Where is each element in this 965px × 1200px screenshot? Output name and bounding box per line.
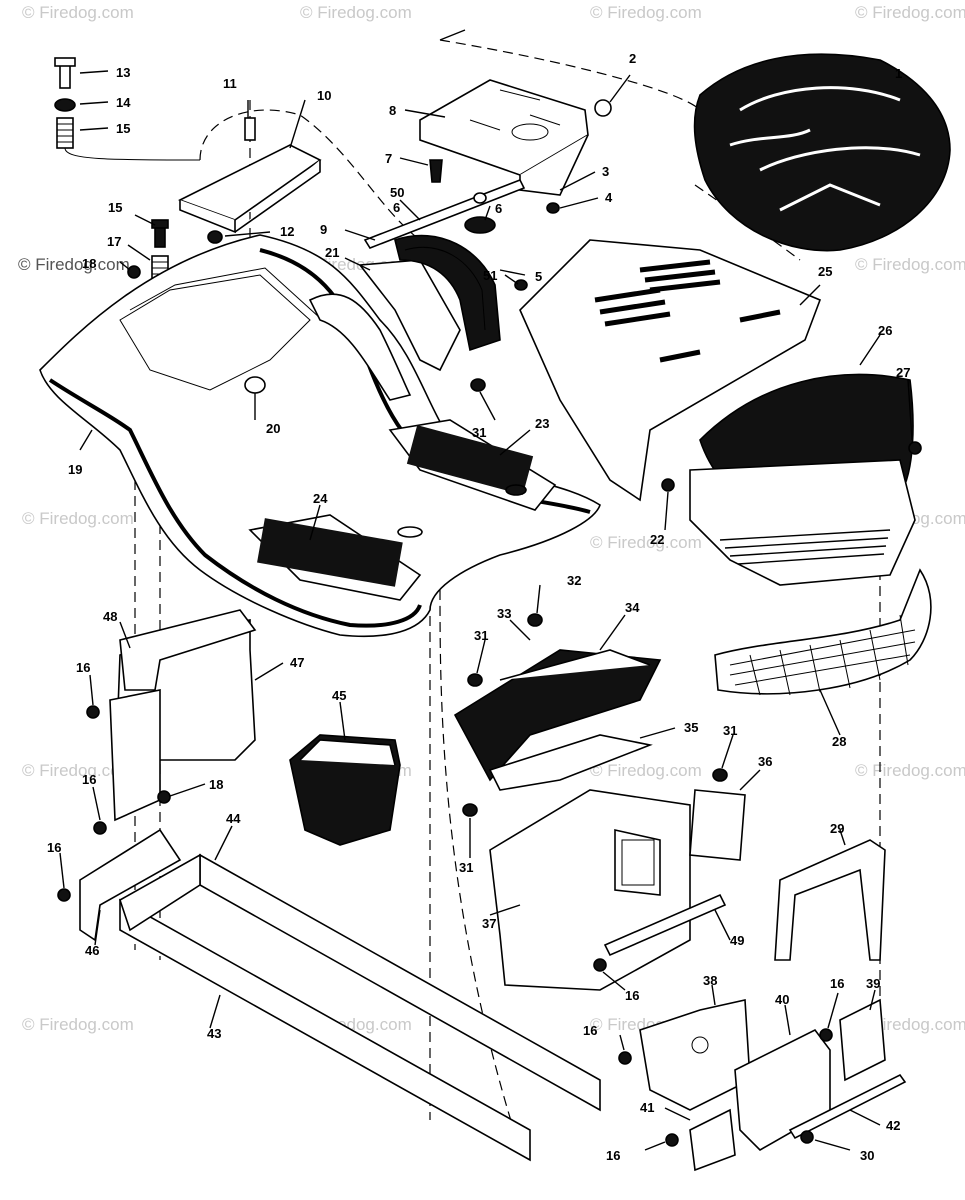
- callout-16: 16: [82, 772, 96, 787]
- callout-18: 18: [82, 256, 96, 271]
- callout-8: 8: [389, 103, 396, 118]
- callout-31: 31: [472, 425, 486, 440]
- dash-plate: [488, 734, 653, 791]
- callout-16: 16: [76, 660, 90, 675]
- callout-43: 43: [207, 1026, 221, 1041]
- leader-lines: [59, 29, 913, 1151]
- front-assembly: [639, 998, 907, 1172]
- frame-rails: [119, 853, 601, 1162]
- watermark: © Firedog.com: [22, 1015, 134, 1034]
- callout-32: 32: [567, 573, 581, 588]
- dash-tower: [489, 789, 691, 991]
- watermark: © Firedog.com: [22, 761, 134, 780]
- watermark: © Firedog.com: [855, 255, 965, 274]
- watermark: © Firedog.com: [22, 3, 134, 22]
- callout-31: 31: [474, 628, 488, 643]
- support-rod: [603, 893, 727, 957]
- watermark: © Firedog.com: [18, 255, 130, 274]
- watermark: © Firedog.com: [22, 509, 134, 528]
- grille-housing: [689, 373, 916, 586]
- callout-51: 51: [483, 268, 497, 283]
- callout-48: 48: [103, 609, 117, 624]
- callout-30: 30: [860, 1148, 874, 1163]
- callout-16: 16: [625, 988, 639, 1003]
- callout-16: 16: [583, 1023, 597, 1038]
- callout-46: 46: [85, 943, 99, 958]
- callout-34: 34: [625, 600, 640, 615]
- callout-9: 9: [320, 222, 327, 237]
- callout-49: 49: [730, 933, 744, 948]
- console-pieces: [308, 234, 501, 401]
- callout-1: 1: [895, 66, 902, 81]
- cover-plate: [689, 789, 746, 861]
- callout-13: 13: [116, 65, 130, 80]
- callout-31: 31: [459, 860, 473, 875]
- watermark: © Firedog.com: [855, 761, 965, 780]
- callout-39: 39: [866, 976, 880, 991]
- callout-3: 3: [602, 164, 609, 179]
- callout-16: 16: [47, 840, 61, 855]
- callout-27: 27: [896, 365, 910, 380]
- callout-29: 29: [830, 821, 844, 836]
- callout-19: 19: [68, 462, 82, 477]
- callout-37: 37: [482, 916, 496, 931]
- side-plates: [109, 609, 257, 822]
- callout-11: 11: [223, 76, 237, 91]
- watermark: © Firedog.com: [590, 761, 702, 780]
- callout-16: 16: [606, 1148, 620, 1163]
- hood: [519, 239, 822, 502]
- callout-23: 23: [535, 416, 549, 431]
- callout-6: 6: [495, 201, 502, 216]
- callout-44: 44: [226, 811, 241, 826]
- callout-16: 16: [830, 976, 844, 991]
- battery-box: [289, 734, 401, 846]
- callout-6: 6: [393, 200, 400, 215]
- callout-33: 33: [497, 606, 511, 621]
- callout-18: 18: [209, 777, 223, 792]
- callout-50: 50: [390, 185, 404, 200]
- seat: [693, 53, 951, 252]
- callout-20: 20: [266, 421, 280, 436]
- callout-17: 17: [107, 234, 121, 249]
- fender: [39, 234, 601, 638]
- callout-24: 24: [313, 491, 328, 506]
- seat-bracket: [177, 144, 322, 234]
- callout-28: 28: [832, 734, 846, 749]
- callout-4: 4: [605, 190, 613, 205]
- callout-31: 31: [723, 723, 737, 738]
- callout-22: 22: [650, 532, 664, 547]
- callout-10: 10: [317, 88, 331, 103]
- callout-15: 15: [116, 121, 130, 136]
- callout-47: 47: [290, 655, 304, 670]
- watermark: © Firedog.com: [300, 3, 412, 22]
- callout-12: 12: [280, 224, 294, 239]
- screen: [714, 568, 932, 696]
- watermark: © Firedog.com: [590, 3, 702, 22]
- rear-bracket: [79, 828, 182, 942]
- callout-7: 7: [385, 151, 392, 166]
- callout-25: 25: [818, 264, 832, 279]
- callout-2: 2: [629, 51, 636, 66]
- dash-panel: [453, 649, 662, 782]
- callout-14: 14: [116, 95, 131, 110]
- small-hardware: [57, 99, 922, 1147]
- callout-5: 5: [535, 269, 542, 284]
- callout-15: 15: [108, 200, 122, 215]
- callout-36: 36: [758, 754, 772, 769]
- callout-40: 40: [775, 992, 789, 1007]
- callout-38: 38: [703, 973, 717, 988]
- watermark: © Firedog.com: [855, 3, 965, 22]
- callout-41: 41: [640, 1100, 654, 1115]
- callouts: 1 2 3 4 5 6 6 7 8 9 10 11 12 13 14 15 15…: [47, 51, 910, 1163]
- seat-pan: [419, 79, 589, 196]
- watermark: © Firedog.com: [590, 533, 702, 552]
- callout-35: 35: [684, 720, 698, 735]
- callout-42: 42: [886, 1118, 900, 1133]
- callout-45: 45: [332, 688, 346, 703]
- callout-21: 21: [325, 245, 339, 260]
- front-bracket: [774, 839, 886, 961]
- callout-26: 26: [878, 323, 892, 338]
